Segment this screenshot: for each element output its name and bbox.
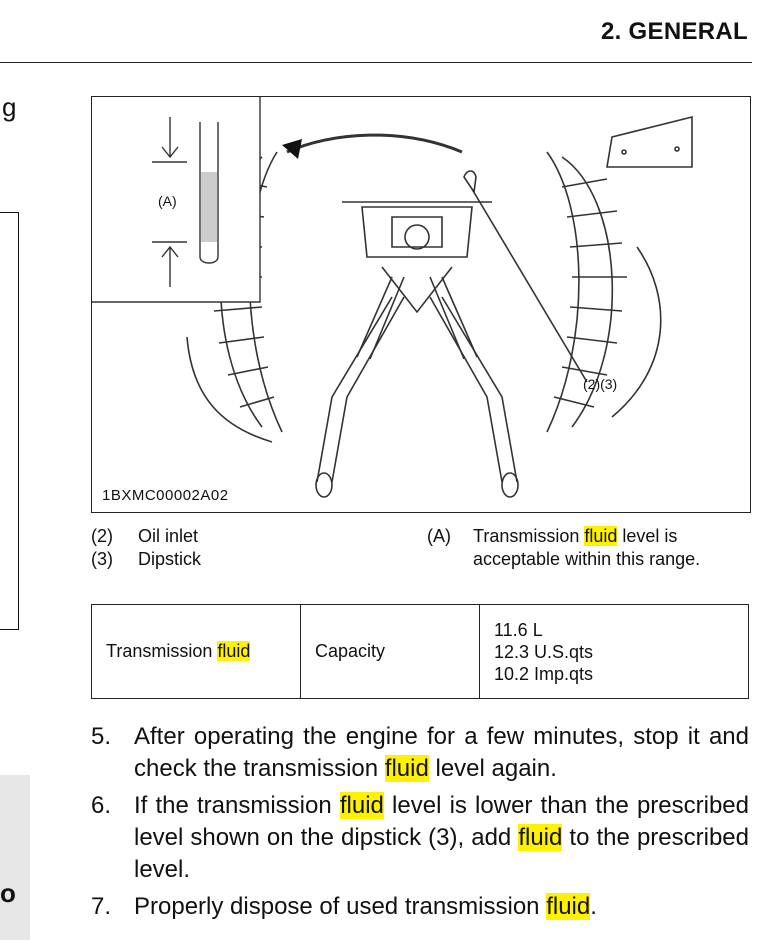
table-cell-item: Transmission fluid (91, 604, 301, 699)
tractor-drawing (92, 97, 693, 498)
table-row: Transmission fluid Capacity 11.6 L 12.3 … (91, 604, 749, 699)
header-divider (0, 62, 752, 63)
table-cell-parameter: Capacity (300, 604, 480, 699)
left-page-gray-block (0, 775, 30, 940)
legend-item: (3)Dipstick (91, 549, 202, 569)
highlighted-term: fluid (546, 893, 591, 920)
highlighted-term: fluid (518, 824, 563, 851)
highlighted-term: fluid (384, 755, 429, 782)
procedure-steps: 5.After operating the engine for a few m… (91, 721, 749, 928)
highlighted-term: fluid (584, 526, 618, 546)
list-item: 5.After operating the engine for a few m… (91, 723, 749, 782)
tractor-illustration: (A) (2)(3) 1BXMC00002A02 (91, 96, 751, 513)
dipstick-range-label: (A) (158, 193, 177, 209)
left-page-fragment-top: g (2, 92, 17, 122)
section-title: 2. GENERAL (600, 18, 748, 45)
legend-item: (2)Oil inlet (91, 526, 199, 546)
figure-legend-right: (A)Transmission fluid level is acceptabl… (427, 526, 701, 569)
list-item: 6.If the transmission fluid level is low… (91, 792, 749, 883)
figure-legend-left: (2)Oil inlet (3)Dipstick (91, 525, 201, 571)
left-page-box-edge (0, 212, 19, 630)
left-page-fragment-bottom: o (0, 878, 16, 908)
highlighted-term: fluid (217, 641, 251, 661)
table-cell-values: 11.6 L 12.3 U.S.qts 10.2 Imp.qts (479, 604, 749, 699)
highlighted-term: fluid (339, 792, 384, 819)
figure-callout: (2)(3) (583, 376, 618, 392)
image-code: 1BXMC00002A02 (102, 487, 229, 504)
list-item: 7.Properly dispose of used transmission … (91, 893, 597, 920)
capacity-table: Transmission fluid Capacity 11.6 L 12.3 … (91, 604, 749, 699)
